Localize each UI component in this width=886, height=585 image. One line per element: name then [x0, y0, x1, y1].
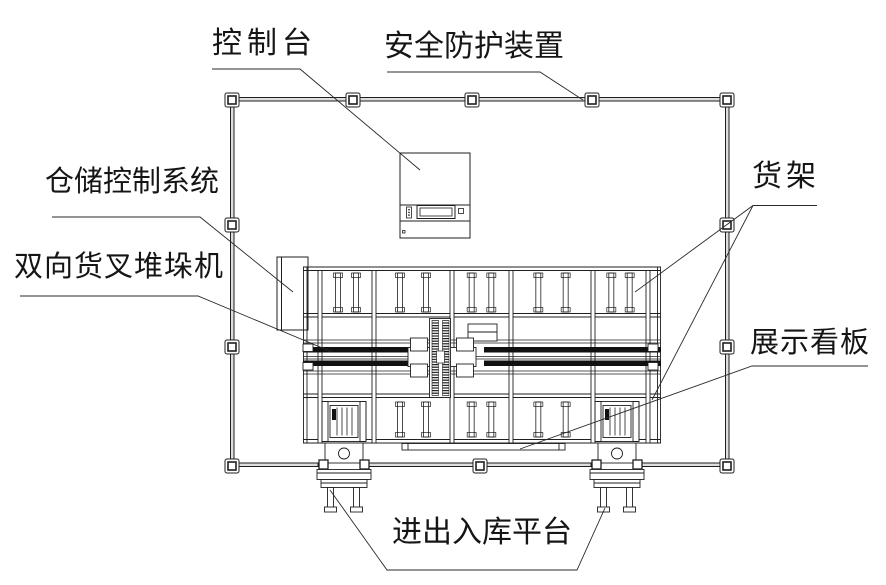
label-inout-warehouse-platform: 进出入库平台 [392, 515, 572, 550]
label-display-board: 展示看板 [750, 325, 871, 359]
label-bidirectional-fork-stacker: 双向货叉堆垛机 [14, 249, 225, 283]
pd-station-slats [336, 407, 626, 436]
label-warehouse-control-system: 仓储控制系统 [45, 164, 220, 198]
label-control-console: 控制台 [212, 26, 317, 61]
io-conveyor-left [316, 442, 372, 513]
leader-lines [20, 68, 868, 571]
label-storage-rack: 货架 [752, 159, 820, 194]
pd-stations [321, 401, 640, 442]
stacker-guide-rails [303, 347, 661, 366]
io-conveyor-right [589, 442, 645, 513]
label-safety-guard-device: 安全防护装置 [384, 29, 564, 64]
rack-bottom-row-bays [395, 401, 571, 438]
rack-top-row-bays [333, 272, 635, 313]
wcs-cabinet-box [276, 256, 309, 331]
control-console-box [399, 152, 471, 239]
stacker-crane [407, 318, 498, 398]
stacker-rail-lines [303, 339, 661, 375]
display-board-shape [401, 443, 566, 451]
